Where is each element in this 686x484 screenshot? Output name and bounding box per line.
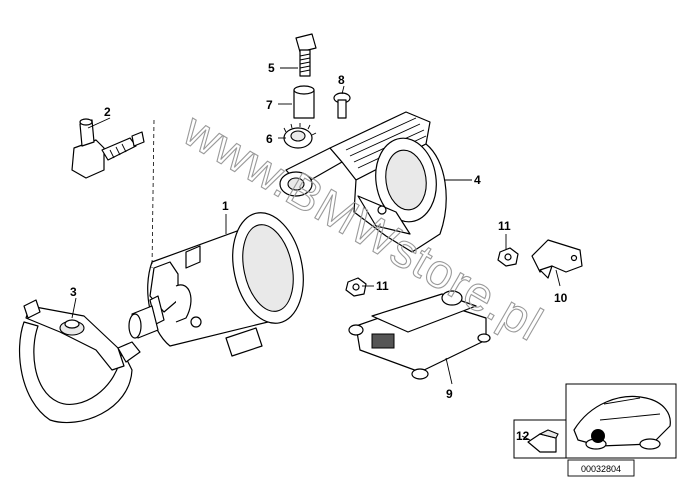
callout-8: 8: [338, 73, 345, 87]
location-dot: [591, 429, 605, 443]
leader-lines: [71, 67, 561, 441]
part-3-bracket: [18, 299, 141, 424]
callout-9: 9: [446, 387, 453, 401]
part-7-sleeve: [293, 85, 315, 119]
inset-car-location: 00032804: [513, 383, 677, 477]
part-8-screw: [333, 92, 351, 119]
part-11-nut-a: [497, 247, 519, 267]
part-10-holder: [531, 239, 583, 279]
callout-2: 2: [104, 105, 111, 119]
callout-1: 1: [222, 199, 229, 213]
part-4-column-bracket: [279, 111, 447, 253]
part-1-motor: [128, 212, 304, 357]
callout-3: 3: [70, 285, 77, 299]
callout-labels: 1 2 3 4 5 6 7 8 9 10 11 11 12: [70, 61, 568, 443]
callout-4: 4: [474, 173, 481, 187]
callout-11-a: 11: [498, 219, 511, 233]
part-5-bolt: [295, 33, 317, 77]
part-11-nut-b: [345, 277, 367, 297]
callout-7: 7: [266, 98, 273, 112]
callout-12: 12: [516, 429, 530, 443]
part-6-gear: [283, 123, 317, 149]
callout-11-b: 11: [376, 279, 389, 293]
part-9-control-unit: [348, 290, 491, 380]
part-2-hose-connector: [71, 118, 145, 179]
callout-10: 10: [554, 291, 568, 305]
diagram-reference-number: 00032804: [581, 464, 621, 474]
callout-5: 5: [268, 61, 275, 75]
callout-6: 6: [266, 132, 273, 146]
